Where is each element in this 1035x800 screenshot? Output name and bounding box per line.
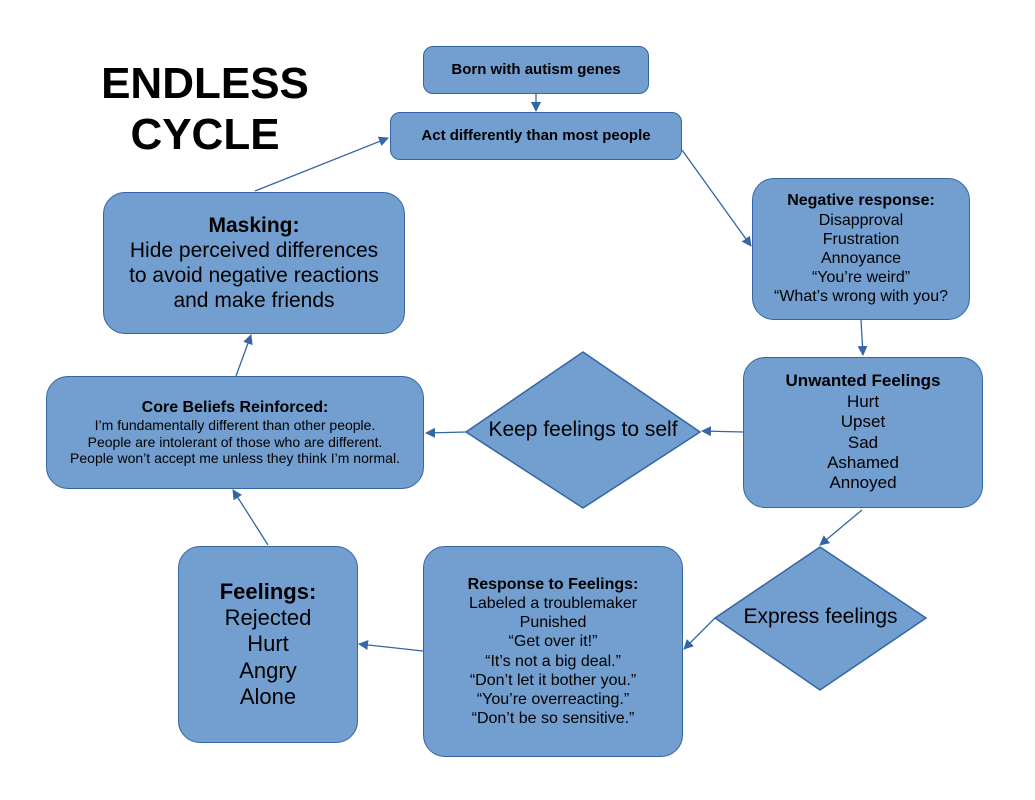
node-core-line: People won’t accept me unless they think… <box>70 450 400 467</box>
arrow-masking-to-act <box>254 136 389 192</box>
node-unwanted-line: Sad <box>847 432 879 452</box>
node-negative-response: Negative response: Disapproval Frustrati… <box>752 178 970 320</box>
arrow-core-to-masking <box>235 334 253 377</box>
node-negative-line: Frustration <box>822 230 900 248</box>
node-unwanted-line: Hurt <box>846 391 880 411</box>
title-line-1: ENDLESS <box>101 59 309 108</box>
node-response-line: “It’s not a big deal.” <box>485 652 621 670</box>
node-feelings-line: Hurt <box>247 631 289 657</box>
node-negative-heading: Negative response: <box>787 192 935 210</box>
arrow-negative-to-unwanted <box>857 319 868 356</box>
edge-group <box>232 94 868 652</box>
node-response-line: Labeled a troublemaker <box>468 594 638 612</box>
node-core-beliefs: Core Beliefs Reinforced: I’m fundamental… <box>46 376 424 489</box>
diamond-express-feelings <box>713 546 928 691</box>
node-act-text: Act differently than most people <box>421 127 651 144</box>
node-unwanted-line: Annoyed <box>829 473 897 493</box>
node-negative-line: Annoyance <box>820 250 902 267</box>
node-core-heading: Core Beliefs Reinforced: <box>141 398 329 416</box>
arrow-keep-to-core <box>425 427 467 438</box>
node-masking: Masking: Hide perceived differences to a… <box>103 192 405 334</box>
diamond-express-label: Express feelings <box>743 605 898 628</box>
node-unwanted-line: Ashamed <box>827 452 899 472</box>
arrow-express-to-response <box>683 617 716 650</box>
node-masking-line: to avoid negative reactions <box>129 264 379 287</box>
arrow-unwanted-to-keep <box>701 426 744 437</box>
diagram-title: ENDLESS CYCLE <box>60 58 350 160</box>
node-born-with-autism-genes: Born with autism genes <box>423 46 649 94</box>
node-masking-line: and make friends <box>173 289 335 313</box>
node-response-heading: Response to Feelings: <box>467 575 639 593</box>
node-core-line: People are intolerant of those who are d… <box>87 433 383 450</box>
node-response-line: “Don’t let it bother you.” <box>469 671 637 689</box>
title-line-2: CYCLE <box>130 110 280 160</box>
node-masking-line: Hide perceived differences <box>129 238 379 262</box>
node-unwanted-heading: Unwanted Feelings <box>785 371 941 391</box>
node-unwanted-line: Upset <box>840 412 886 432</box>
node-response-line: “Get over it!” <box>508 633 598 651</box>
node-act-differently: Act differently than most people <box>390 112 682 160</box>
node-response-to-feelings: Response to Feelings: Labeled a troublem… <box>423 546 683 757</box>
node-feelings: Feelings: Rejected Hurt Angry Alone <box>178 546 358 743</box>
node-core-line: I’m fundamentally different than other p… <box>94 416 376 433</box>
diamond-keep-label: Keep feelings to self <box>488 418 678 441</box>
node-negative-line: “What’s wrong with you? <box>774 288 948 306</box>
diamond-keep-feelings <box>464 351 702 509</box>
node-masking-heading: Masking: <box>208 213 300 237</box>
node-response-line: “You’re overreacting.” <box>476 690 630 708</box>
arrow-unwanted-to-express <box>819 509 863 546</box>
node-feelings-heading: Feelings: <box>219 578 317 604</box>
node-feelings-line: Alone <box>239 684 297 710</box>
node-born-text: Born with autism genes <box>451 61 621 78</box>
arrow-feelings-to-core <box>232 489 269 546</box>
node-feelings-line: Angry <box>239 657 297 683</box>
node-negative-line: Disapproval <box>818 211 904 229</box>
node-unwanted-feelings: Unwanted Feelings Hurt Upset Sad Ashamed… <box>743 357 983 508</box>
node-response-line: “Don’t be so sensitive.” <box>471 710 635 728</box>
node-feelings-line: Rejected <box>224 604 312 630</box>
arrow-act-to-negative <box>681 149 752 247</box>
node-response-line: Punished <box>519 614 587 632</box>
arrow-response-to-feelings <box>358 640 424 652</box>
node-negative-line: “You’re weird” <box>811 269 911 287</box>
